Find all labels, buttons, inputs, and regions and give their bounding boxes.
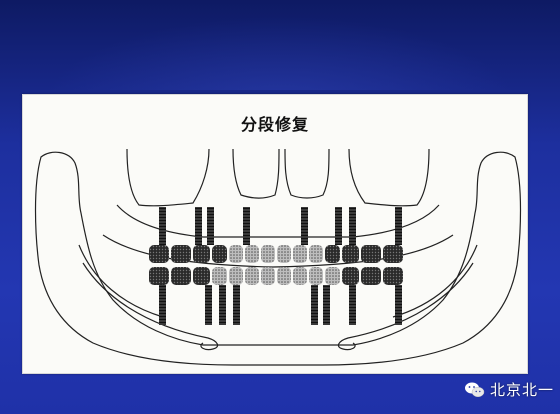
upper-implants [159, 207, 402, 245]
wechat-icon [464, 382, 485, 397]
watermark: 北京北一 [464, 379, 554, 400]
lower-implants [159, 285, 402, 325]
illustration-panel: 分段修复 [22, 94, 528, 374]
watermark-text: 北京北一 [489, 381, 554, 399]
mandible-outline [34, 151, 522, 366]
maxilla-outline [102, 148, 454, 268]
lower-teeth-row [149, 267, 403, 285]
page-title: 分段修复 [240, 115, 309, 134]
upper-teeth-row [149, 245, 403, 263]
dental-diagram [34, 148, 522, 366]
